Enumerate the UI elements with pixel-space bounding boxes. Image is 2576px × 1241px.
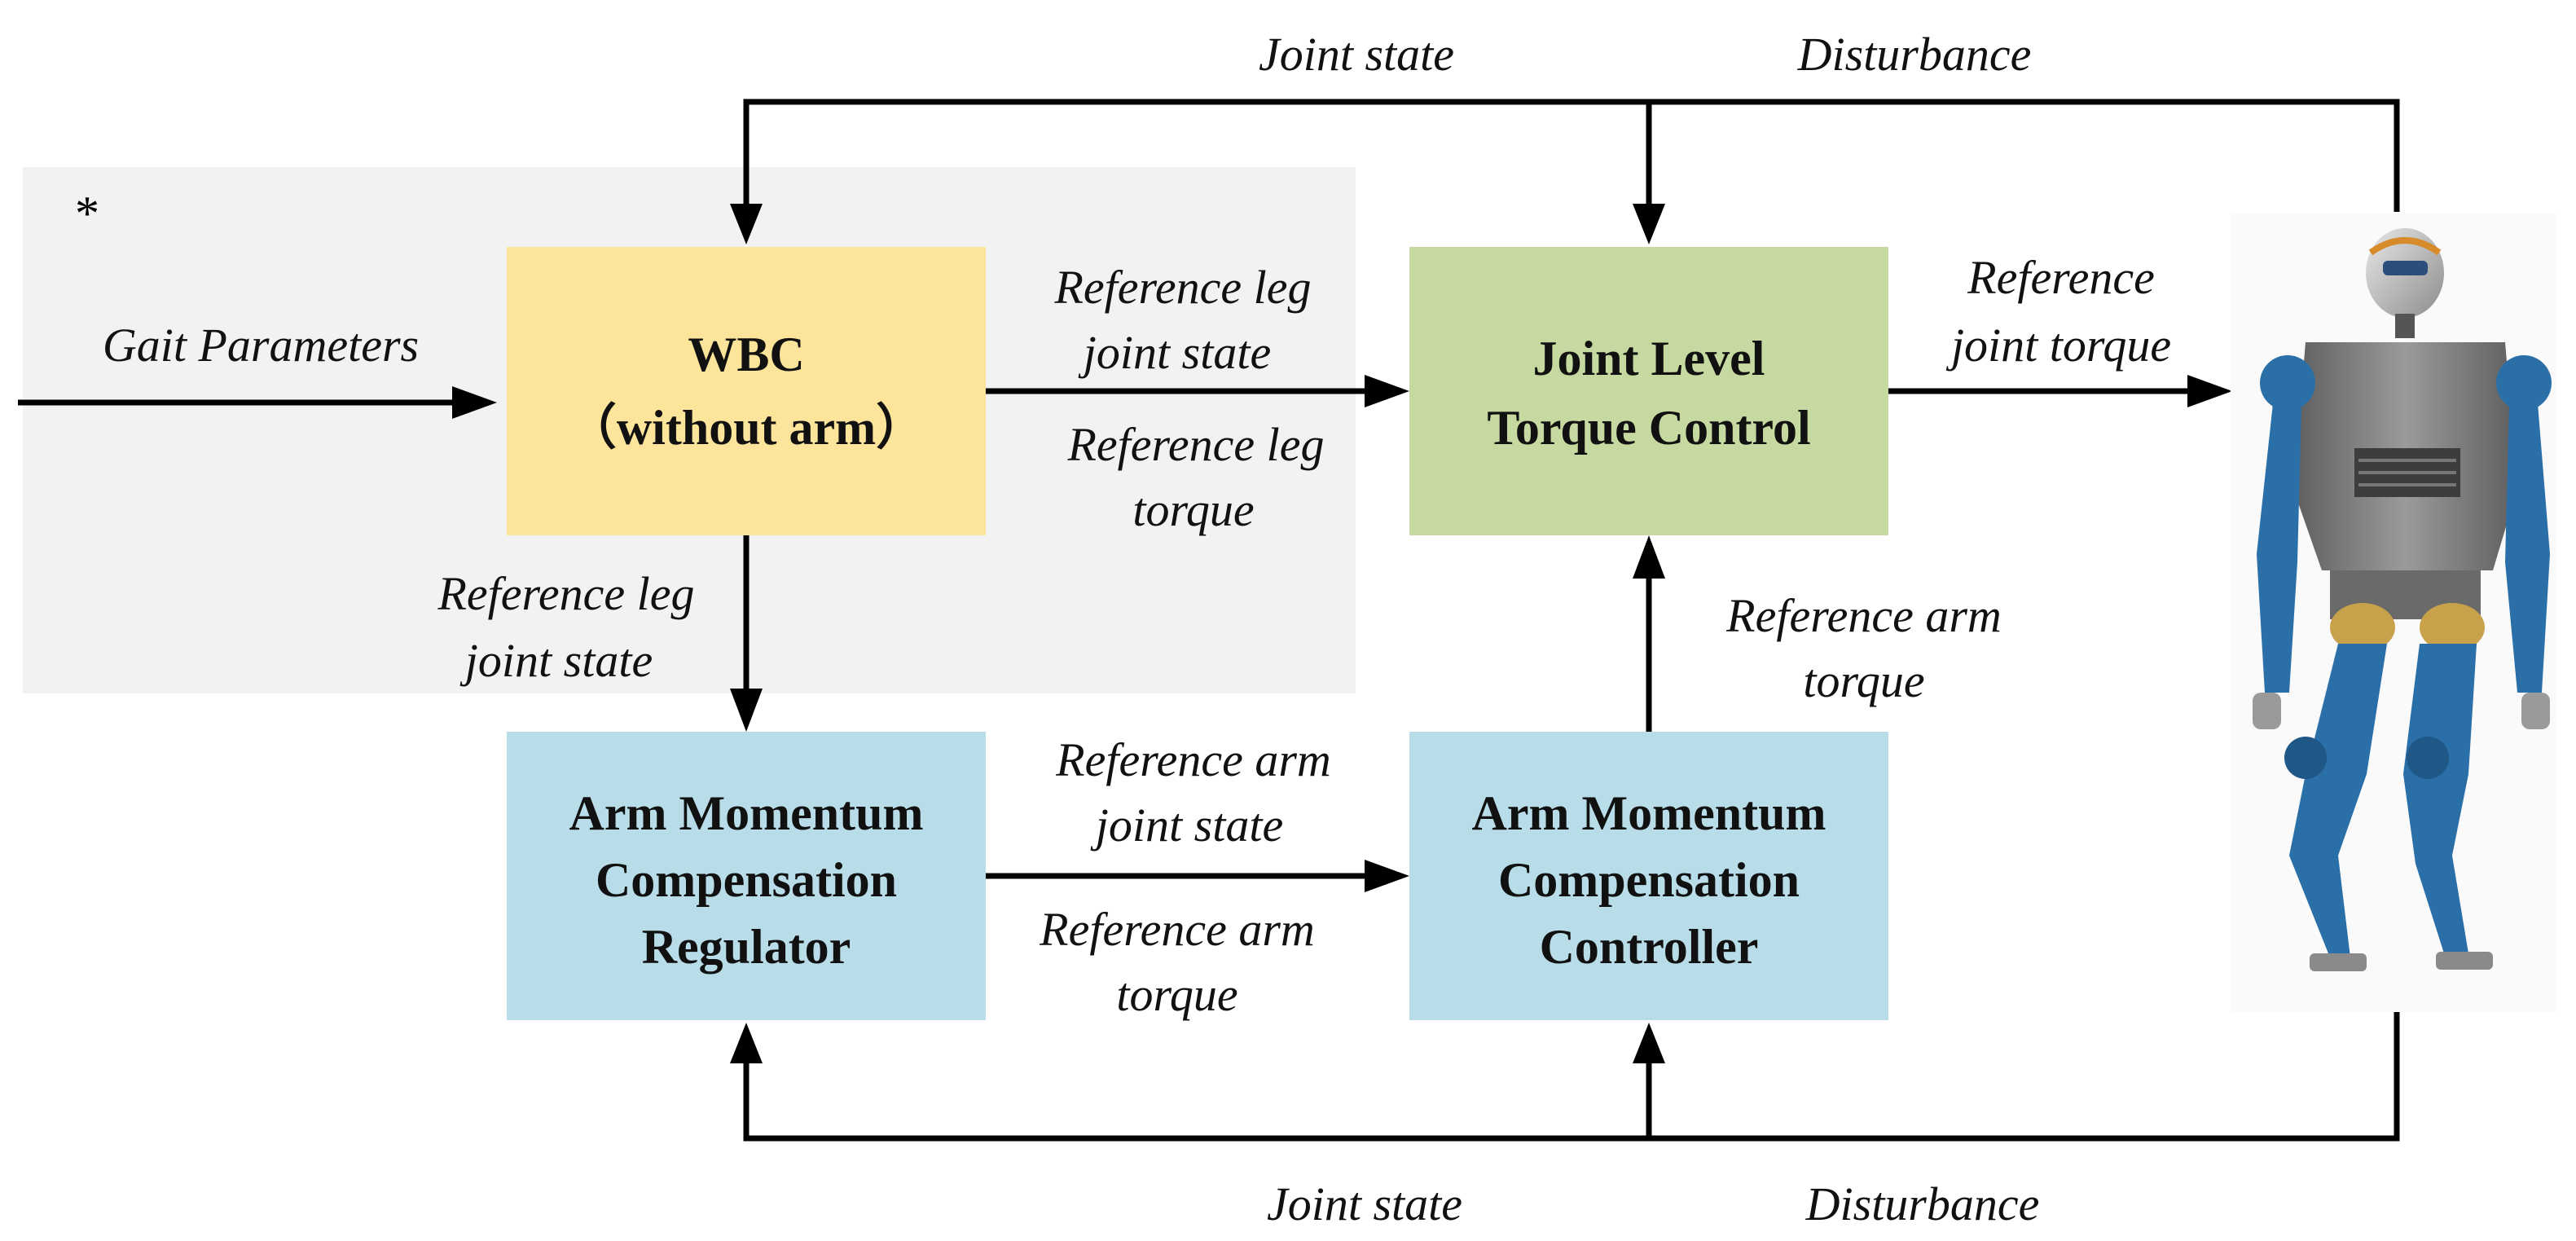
gait-parameters-label: Gait Parameters xyxy=(103,319,419,372)
bottom-disturbance-label: Disturbance xyxy=(1805,1177,2040,1230)
amc-controller-block: Arm Momentum Compensation Controller xyxy=(1409,732,1888,1020)
amc-controller-line2: Compensation xyxy=(1498,853,1800,907)
wbc-to-regulator-arrow xyxy=(730,535,763,732)
wbc-jtc-bottom-label-2: torque xyxy=(1132,483,1254,536)
wbc-title: WBC xyxy=(688,328,804,381)
wbc-subtitle: （without arm） xyxy=(568,400,925,455)
wbc-reg-label-2: joint state xyxy=(459,634,653,687)
amc-controller-line3: Controller xyxy=(1540,920,1759,974)
region-asterisk: * xyxy=(75,187,99,240)
wbc-block: WBC （without arm） xyxy=(507,247,986,535)
wbc-jtc-top-label-1: Reference leg xyxy=(1053,261,1311,314)
wbc-jtc-top-label-2: joint state xyxy=(1078,326,1271,379)
amc-controller-line1: Arm Momentum xyxy=(1472,786,1826,840)
amc-regulator-block: Arm Momentum Compensation Regulator xyxy=(507,732,986,1020)
jtc-block-bg xyxy=(1409,247,1888,535)
top-disturbance-label: Disturbance xyxy=(1797,28,2032,81)
amc-regulator-line1: Arm Momentum xyxy=(569,786,924,840)
amc-controller-bg xyxy=(1409,732,1888,1020)
reg-ctrl-bottom-label-2: torque xyxy=(1116,968,1237,1021)
reg-ctrl-top-label-2: joint state xyxy=(1090,799,1283,852)
wbc-block-bg xyxy=(507,247,986,535)
jtc-robot-label-2: joint torque xyxy=(1945,319,2171,372)
regulator-to-controller-arrow xyxy=(986,860,1409,892)
amc-regulator-line2: Compensation xyxy=(596,853,897,907)
gait-input-arrow xyxy=(18,386,497,419)
wbc-to-jtc-arrow xyxy=(986,375,1409,407)
jtc-robot-label-1: Reference xyxy=(1967,251,2155,304)
humanoid-robot-image xyxy=(2231,213,2556,1012)
controller-to-jtc-arrow xyxy=(1633,535,1665,732)
wbc-reg-label-1: Reference leg xyxy=(437,567,694,620)
jtc-line2: Torque Control xyxy=(1487,401,1810,455)
amc-regulator-bg xyxy=(507,732,986,1020)
bottom-feedback-loop xyxy=(730,1009,2400,1142)
wbc-jtc-bottom-label-1: Reference leg xyxy=(1066,418,1324,471)
top-joint-state-label: Joint state xyxy=(1259,28,1454,81)
jtc-to-robot-arrow xyxy=(1888,375,2232,407)
ctrl-jtc-label-1: Reference arm xyxy=(1725,589,2002,642)
jtc-line1: Joint Level xyxy=(1533,332,1765,385)
ctrl-jtc-label-2: torque xyxy=(1803,654,1924,707)
joint-level-torque-control-block: Joint Level Torque Control xyxy=(1409,247,1888,535)
reg-ctrl-bottom-label-1: Reference arm xyxy=(1039,903,1315,956)
bottom-joint-state-label: Joint state xyxy=(1267,1177,1462,1230)
amc-regulator-line3: Regulator xyxy=(642,920,851,974)
reg-ctrl-top-label-1: Reference arm xyxy=(1055,733,1331,786)
top-feedback-loop xyxy=(730,99,2400,244)
